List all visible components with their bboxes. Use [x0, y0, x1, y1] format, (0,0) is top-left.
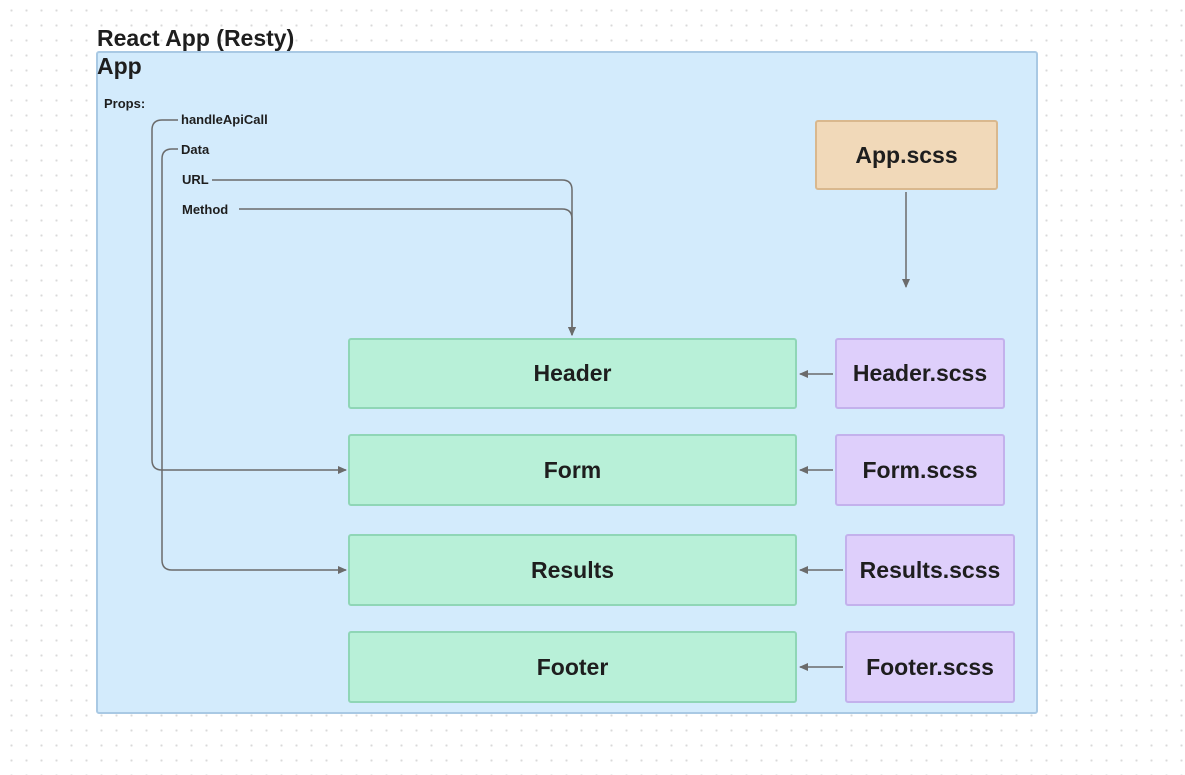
header-component: Header: [348, 338, 797, 409]
form-scss-label: Form.scss: [862, 456, 978, 483]
prop-method: Method: [182, 202, 229, 217]
app-scss-label: App.scss: [855, 141, 958, 168]
form-label: Form: [543, 456, 602, 483]
header-scss-label: Header.scss: [852, 360, 988, 386]
results-label: Results: [530, 556, 615, 583]
results-scss-label: Results.scss: [859, 556, 1001, 583]
footer-component: Footer: [348, 631, 797, 703]
header-scss-box: Header.scss: [835, 338, 1005, 409]
header-label: Header: [533, 360, 612, 386]
form-scss-box: Form.scss: [835, 434, 1005, 506]
app-scss-box: App.scss: [815, 120, 998, 190]
connector-data-to-results: [161, 148, 347, 574]
diagram-title: React App (Resty): [97, 25, 295, 51]
footer-label: Footer: [536, 653, 609, 680]
form-component: Form: [348, 434, 797, 506]
footer-scss-label: Footer.scss: [866, 653, 994, 680]
props-label: Props:: [104, 96, 146, 111]
connector-handleapicall-to-form: [151, 119, 347, 474]
connector-method-to-header: [239, 208, 576, 336]
prop-handle-api-call: handleApiCall: [181, 112, 268, 127]
footer-scss-box: Footer.scss: [845, 631, 1015, 703]
prop-url: URL: [182, 172, 209, 187]
results-scss-box: Results.scss: [845, 534, 1015, 606]
results-component: Results: [348, 534, 797, 606]
connector-url-to-header: [212, 179, 576, 336]
prop-data: Data: [181, 142, 210, 157]
app-label: App: [97, 53, 142, 79]
